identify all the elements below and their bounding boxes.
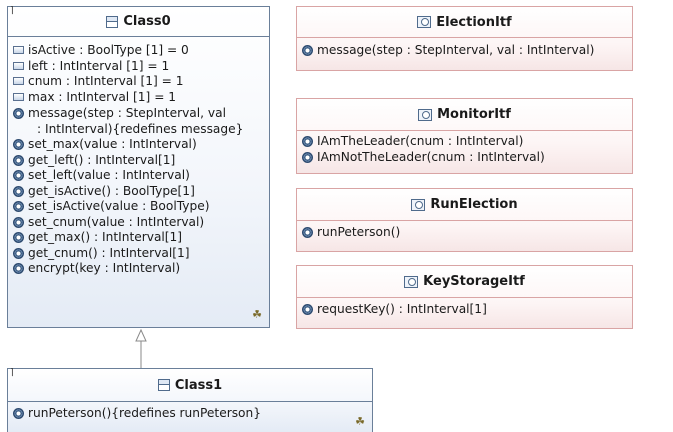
operation-row[interactable]: get_cnum() : IntInterval[1]: [8, 246, 269, 262]
class0-header: Class0: [8, 7, 269, 36]
attribute-icon: [13, 46, 24, 54]
operation-row[interactable]: get_isActive() : BoolType[1]: [8, 184, 269, 200]
operation-row[interactable]: get_left() : IntInterval[1]: [8, 153, 269, 169]
attribute-row[interactable]: left : IntInterval [1] = 1: [8, 59, 269, 75]
operation-icon: [13, 232, 24, 243]
operation-row[interactable]: IAmNotTheLeader(cnum : IntInterval): [297, 150, 632, 166]
runelection-header: RunElection: [297, 189, 632, 220]
interface-icon: [411, 198, 426, 211]
operation-icon: [13, 247, 24, 259]
operation-icon: [13, 201, 24, 212]
class0-operations-compartment: message(step : StepInterval, val : IntIn…: [8, 106, 269, 277]
operation-row[interactable]: runPeterson(): [297, 225, 632, 241]
operation-icon: [302, 136, 313, 147]
keystorageitf-name: KeyStorageItf: [423, 274, 525, 289]
keystorageitf-operations-compartment: requestKey() : IntInterval[1]: [297, 297, 632, 318]
corner-marker-icon: ⌉: [10, 368, 14, 378]
electionitf-name: ElectionItf: [436, 14, 512, 30]
attribute-row[interactable]: max : IntInterval [1] = 1: [8, 90, 269, 106]
runelection-box[interactable]: RunElection runPeterson(): [296, 188, 633, 252]
operation-icon: [13, 139, 24, 150]
operation-row[interactable]: set_max(value : IntInterval): [8, 137, 269, 153]
structure-icon[interactable]: ☘: [252, 308, 262, 321]
attribute-icon: [13, 92, 24, 101]
class0-attributes-compartment: isActive : BoolType [1] = 0 left : IntIn…: [8, 36, 269, 106]
operation-icon: [13, 185, 24, 197]
operation-icon: [13, 216, 24, 228]
operation-icon: [302, 304, 313, 315]
operation-row[interactable]: IAmTheLeader(cnum : IntInterval): [297, 134, 632, 150]
operation-icon: [302, 151, 313, 163]
attribute-row[interactable]: isActive : BoolType [1] = 0: [8, 43, 269, 59]
operation-row[interactable]: encrypt(key : IntInterval): [8, 261, 269, 277]
class-icon: [157, 379, 170, 391]
operation-icon: [302, 227, 313, 238]
operation-icon: [13, 154, 24, 166]
electionitf-header: ElectionItf: [297, 7, 632, 37]
operation-row[interactable]: get_max() : IntInterval[1]: [8, 230, 269, 246]
interface-icon: [418, 108, 433, 121]
keystorageitf-header: KeyStorageItf: [297, 266, 632, 297]
operation-row[interactable]: runPeterson(){redefines runPeterson}: [8, 406, 372, 422]
monitoritf-name: MonitorItf: [437, 107, 511, 122]
operation-icon: [13, 263, 24, 274]
structure-icon[interactable]: ☘: [355, 415, 365, 428]
monitoritf-header: MonitorItf: [297, 99, 632, 130]
runelection-operations-compartment: runPeterson(): [297, 220, 632, 241]
class1-name: Class1: [174, 377, 223, 393]
monitoritf-operations-compartment: IAmTheLeader(cnum : IntInterval) IAmNotT…: [297, 130, 632, 165]
attribute-icon: [13, 61, 24, 70]
interface-icon: [404, 275, 419, 288]
monitoritf-box[interactable]: MonitorItf IAmTheLeader(cnum : IntInterv…: [296, 98, 633, 174]
generalization-arrowhead-icon: [135, 328, 147, 342]
operation-icon: [302, 45, 313, 56]
attribute-icon: [13, 77, 24, 85]
class-icon: [106, 15, 119, 28]
attribute-row[interactable]: cnum : IntInterval [1] = 1: [8, 74, 269, 90]
operation-icon: [13, 408, 24, 419]
keystorageitf-box[interactable]: KeyStorageItf requestKey() : IntInterval…: [296, 265, 633, 329]
operation-row[interactable]: set_cnum(value : IntInterval): [8, 215, 269, 231]
operation-row[interactable]: requestKey() : IntInterval[1]: [297, 302, 632, 318]
class0-name: Class0: [123, 14, 171, 29]
corner-marker-icon: ⌉: [10, 6, 14, 16]
class0-box[interactable]: ⌉ Class0 isActive : BoolType [1] = 0 lef…: [7, 6, 270, 328]
operation-icon: [13, 170, 24, 181]
operation-row[interactable]: message(step : StepInterval, val : IntIn…: [297, 43, 632, 59]
operation-icon: [13, 108, 24, 119]
interface-icon: [417, 16, 432, 28]
class1-box[interactable]: ⌉ Class1 runPeterson(){redefines runPete…: [7, 368, 373, 432]
operation-row[interactable]: set_left(value : IntInterval): [8, 168, 269, 184]
operation-row[interactable]: set_isActive(value : BoolType): [8, 199, 269, 215]
class1-operations-compartment: runPeterson(){redefines runPeterson}: [8, 401, 372, 422]
electionitf-operations-compartment: message(step : StepInterval, val : IntIn…: [297, 37, 632, 59]
operation-row-continuation: : IntInterval){redefines message}: [37, 121, 244, 136]
runelection-name: RunElection: [430, 197, 518, 212]
operation-row[interactable]: message(step : StepInterval, val: [8, 106, 269, 122]
electionitf-box[interactable]: ElectionItf message(step : StepInterval,…: [296, 6, 633, 71]
class1-header: Class1: [8, 369, 372, 401]
